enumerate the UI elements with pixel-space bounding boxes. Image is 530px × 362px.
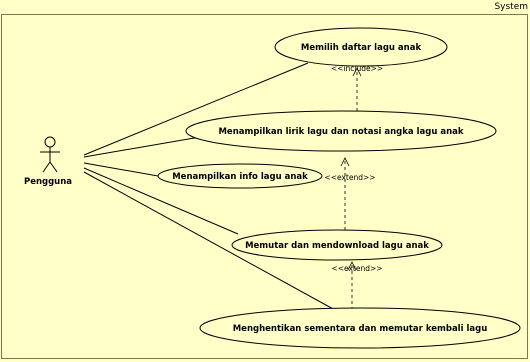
use-case-uc2[interactable]: Menampilkan lirik lagu dan notasi angka …	[185, 110, 497, 152]
use-case-label: Menampilkan info lagu anak	[172, 172, 308, 182]
extend-arrowhead-2	[347, 261, 357, 271]
use-case-uc4[interactable]: Memutar dan mendownload lagu anak	[231, 229, 443, 261]
association-uc1	[83, 62, 309, 156]
actor-left-leg	[42, 161, 51, 173]
use-case-uc3[interactable]: Menampilkan info lagu anak	[157, 163, 323, 189]
actor-label: Pengguna	[24, 177, 72, 187]
use-case-ellipse	[274, 27, 448, 67]
association-uc2	[83, 136, 201, 158]
use-case-uc5[interactable]: Menghentikan sementara dan memutar kemba…	[199, 307, 521, 349]
use-case-ellipse	[231, 229, 443, 261]
system-boundary	[1, 14, 528, 359]
association-uc4	[83, 167, 239, 235]
association-uc3	[83, 162, 159, 177]
dependencies	[340, 67, 362, 310]
use-case-ellipse	[185, 110, 497, 152]
extend-label-2: <<extend>>	[331, 264, 382, 273]
actor-right-leg	[49, 161, 58, 173]
actor-pengguna[interactable]: Pengguna	[24, 136, 72, 187]
use-case-ellipse	[199, 307, 521, 349]
associations	[83, 62, 336, 311]
actor-head	[44, 136, 56, 148]
system-label: System	[494, 2, 528, 12]
association-uc5	[83, 171, 336, 311]
use-case-ellipse	[157, 163, 323, 189]
extend-arrowhead-1	[340, 157, 350, 167]
use-case-label: Memilih daftar lagu anak	[301, 43, 422, 53]
use-case-label: Memutar dan mendownload lagu anak	[245, 241, 429, 251]
use-case-uc1[interactable]: Memilih daftar lagu anak	[274, 27, 448, 67]
extend-label-1: <<extend>>	[324, 173, 375, 182]
include-arrowhead	[352, 67, 362, 77]
include-label: <<include>>	[331, 64, 383, 73]
use-case-label: Menghentikan sementara dan memutar kemba…	[233, 324, 488, 334]
use-case-label: Menampilkan lirik lagu dan notasi angka …	[218, 127, 463, 137]
